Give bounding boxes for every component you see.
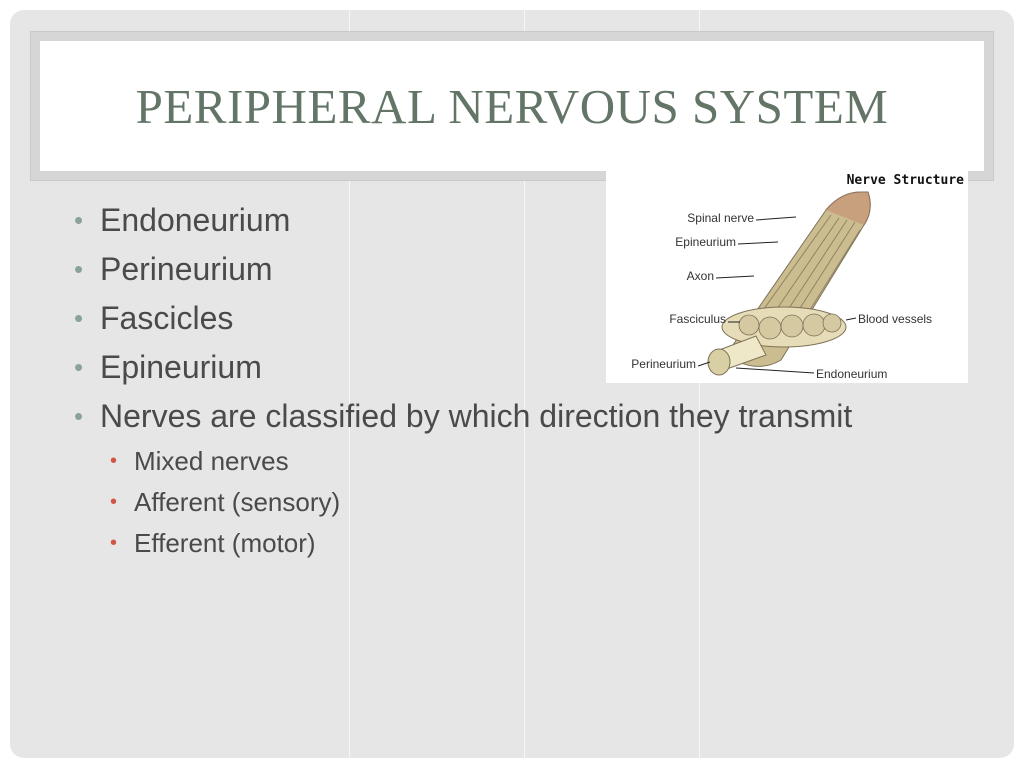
bullet-dot-icon: • (110, 450, 118, 472)
bullet-item: •Nerves are classified by which directio… (74, 396, 874, 437)
figure-heading: Nerve Structure (847, 173, 965, 188)
sub-bullet-item: •Efferent (motor) (110, 528, 316, 558)
bullet-item: •Endoneurium (74, 200, 874, 241)
bullet-dot-icon: • (74, 303, 84, 333)
bullet-item: •Epineurium (74, 347, 874, 388)
bullet-dot-icon: • (74, 401, 84, 431)
bullet-dot-icon: • (110, 491, 118, 513)
background-divider (524, 10, 525, 758)
bullet-item: •Perineurium (74, 249, 874, 290)
label-perineurium: Perineurium (631, 357, 696, 371)
label-epineurium: Epineurium (675, 235, 736, 249)
sub-bullet-item: •Afferent (sensory) (110, 487, 341, 517)
bullet-dot-icon: • (74, 254, 84, 284)
label-endoneurium: Endoneurium (816, 367, 887, 381)
bullet-dot-icon: • (74, 352, 84, 382)
nerve-structure-figure: Nerve Structure Spinal nerve Epineurium … (606, 170, 968, 383)
background-divider (349, 10, 350, 758)
background-divider (699, 10, 700, 758)
slide-background: Peripheral Nervous System (10, 10, 1014, 758)
bullet-dot-icon: • (110, 532, 118, 554)
bullet-dot-icon: • (74, 205, 84, 235)
title-frame: Peripheral Nervous System (30, 31, 994, 181)
label-spinal-nerve: Spinal nerve (687, 211, 754, 225)
bullet-list: •Endoneurium •Perineurium •Fascicles •Ep… (74, 200, 874, 568)
title-box: Peripheral Nervous System (40, 41, 984, 171)
slide-title: Peripheral Nervous System (135, 78, 889, 134)
sub-bullet-item: •Mixed nerves (110, 446, 289, 476)
label-axon: Axon (687, 269, 714, 283)
bullet-item: •Fascicles (74, 298, 874, 339)
label-fasciculus: Fasciculus (669, 312, 726, 326)
label-blood-vessels: Blood vessels (858, 312, 932, 326)
sub-bullet-list: •Mixed nerves •Afferent (sensory) •Effer… (74, 445, 874, 560)
